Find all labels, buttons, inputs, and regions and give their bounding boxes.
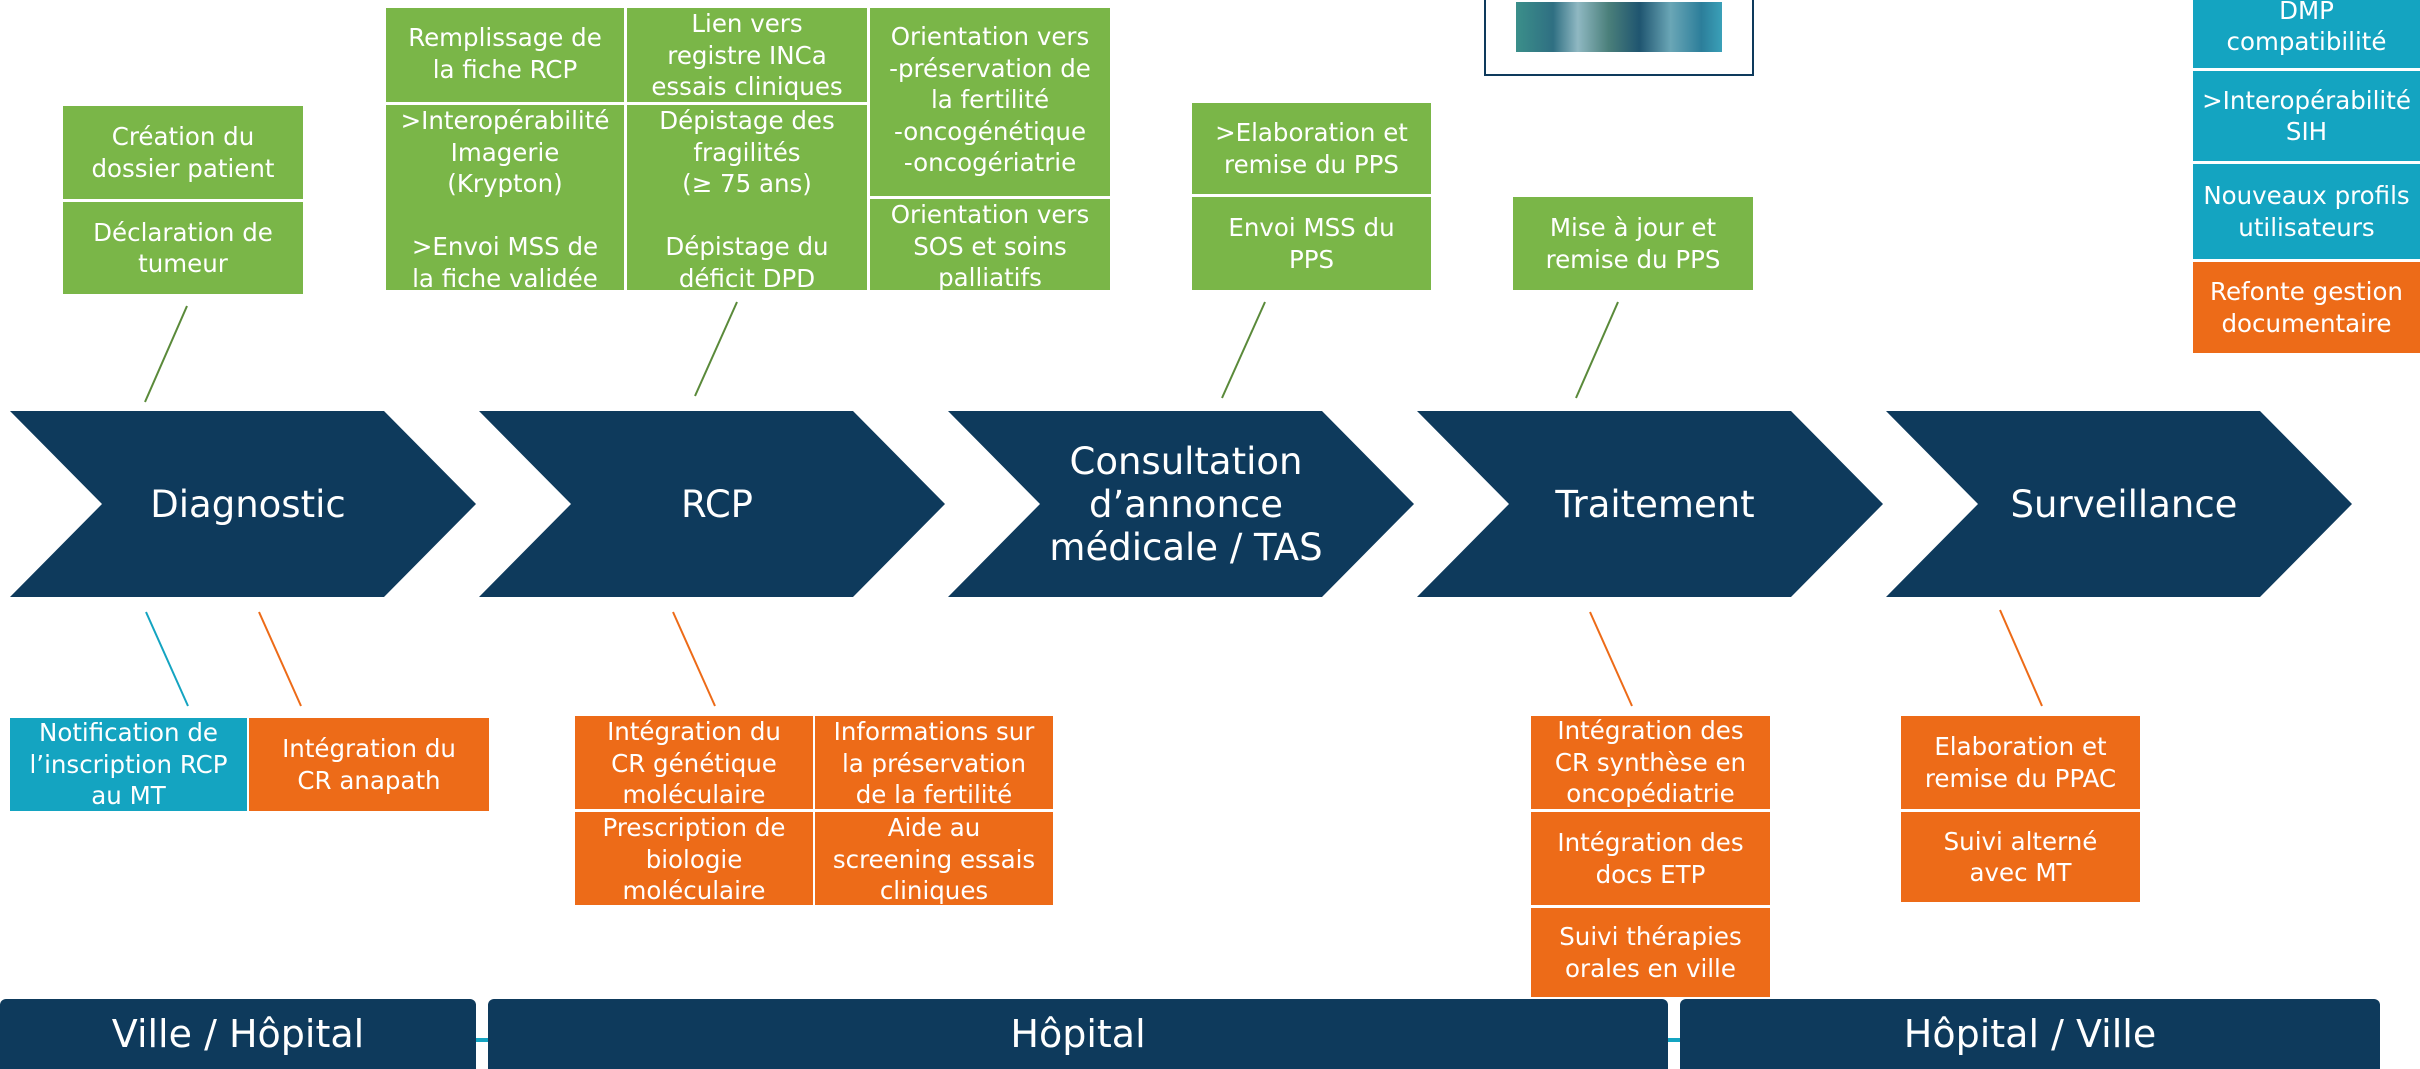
phase-hopital-ville: Hôpital / Ville <box>1680 999 2380 1069</box>
chevron-traitement <box>1417 411 1883 597</box>
thumbnail-picture <box>1516 2 1722 52</box>
sidebar-item-profils: Nouveaux profils utilisateurs <box>2193 164 2420 259</box>
consultation-top-box-pps: >Elaboration et remise du PPS <box>1192 103 1431 194</box>
connector-rcp-bottom <box>672 611 716 707</box>
stage-label-consultation: Consultation d’annonce médicale / TAS <box>1049 439 1323 569</box>
phase-hopital: Hôpital <box>488 999 1668 1069</box>
rcp-top-box-fiche: Remplissage de la fiche RCP <box>386 8 624 102</box>
phase-divider-left <box>476 1038 488 1042</box>
thumbnail-image <box>1484 0 1754 76</box>
sidebar-item-documentaire: Refonte gestion documentaire <box>2193 262 2420 353</box>
rcp-bottom-box-fertilite: Informations sur la préservation de la f… <box>815 716 1053 809</box>
rcp-bottom-box-screening: Aide au screening essais cliniques <box>815 812 1053 905</box>
rcp-top-box-interoperabilite: >Interopérabilité Imagerie (Krypton) >En… <box>386 105 624 290</box>
stage-label-rcp: RCP <box>680 482 753 526</box>
stage-label-surveillance: Surveillance <box>2010 482 2238 526</box>
rcp-top-box-orientation-fertilite: Orientation vers -préservation de la fer… <box>870 8 1110 196</box>
connector-traitement-bottom <box>1589 611 1633 707</box>
sidebar-item-dmp: DMP compatibilité <box>2193 0 2420 68</box>
traitement-top-box-pps: Mise à jour et remise du PPS <box>1513 197 1753 290</box>
chevron-surveillance <box>1886 411 2352 597</box>
traitement-bottom-box-oncopediatrie: Intégration des CR synthèse en oncopédia… <box>1531 716 1770 809</box>
traitement-bottom-box-therapies: Suivi thérapies orales en ville <box>1531 908 1770 997</box>
connector-diagnostic-bottom-teal <box>145 611 189 707</box>
stage-label-traitement: Traitement <box>1555 482 1755 526</box>
connector-rcp-top <box>694 301 738 397</box>
phase-ville-hopital: Ville / Hôpital <box>0 999 476 1069</box>
phase-divider-right <box>1668 1038 1680 1042</box>
consultation-top-box-mss: Envoi MSS du PPS <box>1192 197 1431 290</box>
diagnostic-top-box-creation: Création du dossier patient <box>63 106 303 199</box>
surveillance-bottom-box-suivi: Suivi alterné avec MT <box>1901 812 2140 902</box>
rcp-top-box-depistage: Dépistage des fragilités (≥ 75 ans) Dépi… <box>627 105 867 290</box>
sidebar-item-interoperabilite: >Interopérabilité SIH <box>2193 71 2420 161</box>
rcp-top-box-registre: Lien vers registre INCa essais cliniques <box>627 8 867 102</box>
chevron-rcp <box>479 411 945 597</box>
connector-diagnostic-bottom-orange <box>258 611 302 707</box>
rcp-bottom-box-genetique: Intégration du CR génétique moléculaire <box>575 716 813 809</box>
connector-diagnostic-top <box>144 305 188 403</box>
connector-surveillance-bottom <box>1999 609 2043 707</box>
traitement-bottom-box-etp: Intégration des docs ETP <box>1531 812 1770 905</box>
chevron-consultation <box>948 411 1414 597</box>
diagnostic-bottom-box-anapath: Intégration du CR anapath <box>249 718 489 811</box>
connector-traitement-top <box>1575 301 1619 399</box>
diagnostic-top-box-declaration: Déclaration de tumeur <box>63 202 303 294</box>
diagnostic-bottom-box-notification: Notification de l’inscription RCP au MT <box>10 718 247 811</box>
rcp-top-box-orientation-sos: Orientation vers SOS et soins palliatifs <box>870 199 1110 290</box>
rcp-bottom-box-biologie: Prescription de biologie moléculaire <box>575 812 813 905</box>
stage-label-diagnostic: Diagnostic <box>150 482 346 526</box>
connector-consultation-top <box>1221 301 1266 399</box>
chevron-diagnostic <box>10 411 476 597</box>
surveillance-bottom-box-ppac: Elaboration et remise du PPAC <box>1901 716 2140 809</box>
